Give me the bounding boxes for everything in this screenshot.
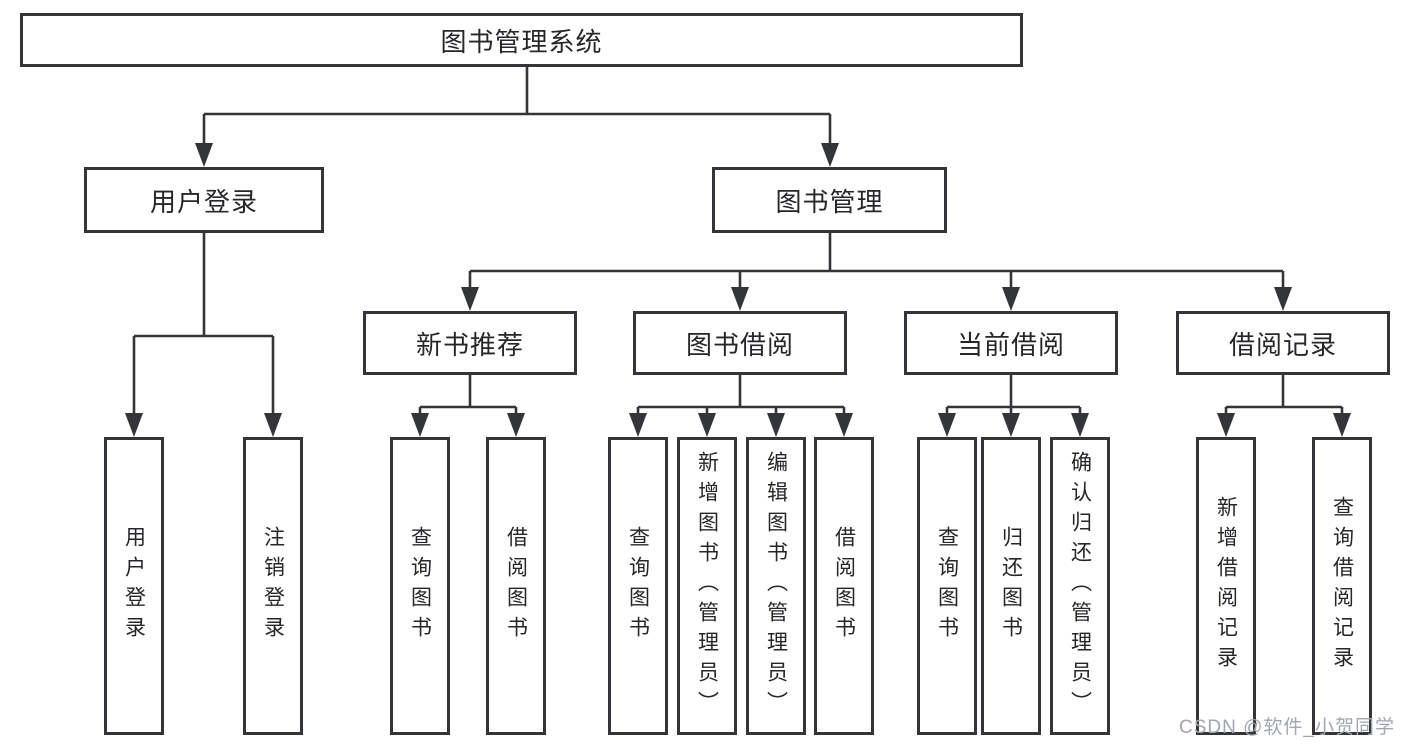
leaf-query-books-borrowing-label: 查询图书 bbox=[626, 526, 650, 646]
leaf-logout-label: 注销登录 bbox=[261, 526, 285, 646]
leaf-borrow-books-label: 借阅图书 bbox=[832, 526, 856, 646]
csdn-watermark: CSDN @软件_小贺同学 bbox=[1179, 717, 1395, 738]
leaf-add-borrow-record: 新增借阅记录 bbox=[1196, 437, 1256, 735]
leaf-edit-book-admin: 编辑图书（管理员） bbox=[746, 437, 806, 735]
node-book-borrowing-label: 图书借阅 bbox=[685, 329, 794, 360]
leaf-query-books-recommend-label: 查询图书 bbox=[408, 526, 432, 646]
leaf-borrow-books: 借阅图书 bbox=[814, 437, 874, 735]
leaf-query-books-current: 查询图书 bbox=[917, 437, 977, 735]
leaf-add-borrow-record-label: 新增借阅记录 bbox=[1214, 496, 1238, 676]
node-library-system-label: 图书管理系统 bbox=[440, 26, 603, 57]
node-user-login: 用户登录 bbox=[84, 167, 324, 233]
leaf-confirm-return-admin: 确认归还（管理员） bbox=[1050, 437, 1110, 735]
node-book-borrowing: 图书借阅 bbox=[633, 311, 847, 375]
leaf-return-book-label: 归还图书 bbox=[999, 526, 1023, 646]
node-borrow-records-label: 借阅记录 bbox=[1228, 329, 1337, 360]
leaf-borrow-books-recommend: 借阅图书 bbox=[486, 437, 546, 735]
node-library-system: 图书管理系统 bbox=[20, 13, 1023, 67]
leaf-user-login: 用户登录 bbox=[104, 437, 164, 735]
leaf-return-book: 归还图书 bbox=[981, 437, 1041, 735]
leaf-query-books-recommend: 查询图书 bbox=[390, 437, 450, 735]
node-current-borrowing-label: 当前借阅 bbox=[956, 329, 1065, 360]
leaf-user-login-label: 用户登录 bbox=[122, 526, 146, 646]
node-new-book-recommend-label: 新书推荐 bbox=[415, 329, 524, 360]
node-book-management-label: 图书管理 bbox=[775, 186, 884, 217]
leaf-add-book-admin-label: 新增图书（管理员） bbox=[695, 451, 719, 721]
node-new-book-recommend: 新书推荐 bbox=[363, 311, 577, 375]
leaf-query-borrow-record-label: 查询借阅记录 bbox=[1330, 496, 1354, 676]
leaf-query-borrow-record: 查询借阅记录 bbox=[1312, 437, 1372, 735]
node-current-borrowing: 当前借阅 bbox=[904, 311, 1118, 375]
leaf-query-books-borrowing: 查询图书 bbox=[608, 437, 668, 735]
node-user-login-label: 用户登录 bbox=[149, 186, 258, 217]
leaf-add-book-admin: 新增图书（管理员） bbox=[677, 437, 737, 735]
leaf-confirm-return-admin-label: 确认归还（管理员） bbox=[1068, 451, 1092, 721]
leaf-logout: 注销登录 bbox=[243, 437, 303, 735]
leaf-borrow-books-recommend-label: 借阅图书 bbox=[504, 526, 528, 646]
node-borrow-records: 借阅记录 bbox=[1176, 311, 1390, 375]
leaf-query-books-current-label: 查询图书 bbox=[935, 526, 959, 646]
leaf-edit-book-admin-label: 编辑图书（管理员） bbox=[764, 451, 788, 721]
node-book-management: 图书管理 bbox=[712, 167, 947, 233]
